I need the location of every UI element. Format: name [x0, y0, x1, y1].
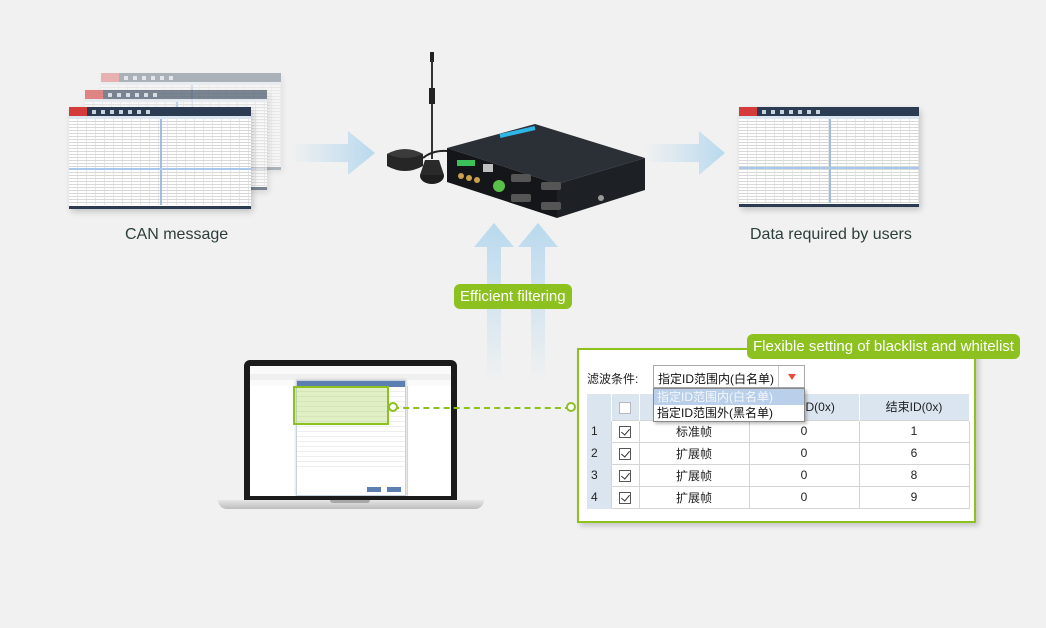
table-row[interactable]: 4 扩展帧 0 9	[587, 485, 970, 509]
dropdown-option-whitelist[interactable]: 指定ID范围内(白名单)	[654, 389, 804, 405]
connector-dot	[566, 402, 576, 412]
end-id-cell[interactable]: 1	[858, 419, 970, 443]
start-id-cell[interactable]: 0	[748, 463, 860, 487]
filtered-data-screenshot	[739, 107, 919, 207]
laptop-base	[218, 500, 484, 509]
row-number: 4	[587, 486, 611, 509]
table-row[interactable]: 3 扩展帧 0 8	[587, 463, 970, 487]
can-message-caption: CAN message	[125, 226, 229, 243]
end-id-cell[interactable]: 9	[858, 485, 970, 509]
row-checkbox-cell	[610, 419, 640, 443]
row-checkbox[interactable]	[619, 491, 631, 504]
frame-type-cell[interactable]: 扩展帧	[638, 485, 750, 509]
row-checkbox-cell	[610, 463, 640, 487]
select-all-checkbox[interactable]	[619, 401, 631, 414]
frame-type-cell[interactable]: 扩展帧	[638, 463, 750, 487]
can-gateway-device-image	[387, 52, 645, 218]
row-number: 1	[587, 420, 611, 443]
data-required-caption: Data required by users	[750, 226, 912, 243]
start-id-cell[interactable]: 0	[748, 485, 860, 509]
row-checkbox[interactable]	[619, 469, 631, 482]
highlight-region	[293, 386, 389, 425]
start-id-cell[interactable]: 0	[748, 441, 860, 465]
row-checkbox[interactable]	[619, 447, 631, 460]
arrow-right-icon	[290, 131, 375, 175]
frame-type-cell[interactable]: 标准帧	[638, 419, 750, 443]
table-row[interactable]: 2 扩展帧 0 6	[587, 441, 970, 465]
filter-dialog-thumbnail	[296, 380, 406, 496]
dropdown-option-blacklist[interactable]: 指定ID范围外(黑名单)	[657, 406, 773, 420]
select-all-header	[611, 394, 640, 420]
filter-settings-panel: 滤波条件: 指定ID范围内(白名单) 指定ID范围内(白名单) 指定ID范围外(…	[577, 348, 976, 523]
efficient-filtering-badge: Efficient filtering	[454, 284, 572, 309]
filter-condition-dropdown: 指定ID范围内(白名单) 指定ID范围外(黑名单)	[653, 388, 805, 422]
can-message-screenshot-front	[69, 107, 251, 209]
start-id-cell[interactable]: 0	[748, 419, 860, 443]
row-number-header	[587, 394, 612, 420]
row-number: 2	[587, 442, 611, 465]
row-checkbox-cell	[610, 441, 640, 465]
blacklist-whitelist-badge: Flexible setting of blacklist and whitel…	[747, 334, 1020, 359]
row-checkbox[interactable]	[619, 425, 631, 438]
arrow-right-icon	[645, 131, 725, 175]
dropdown-button[interactable]	[778, 366, 804, 387]
end-id-cell[interactable]: 8	[858, 463, 970, 487]
filter-condition-label: 滤波条件:	[587, 372, 639, 386]
end-id-header: 结束ID(0x)	[859, 394, 970, 420]
filter-condition-value: 指定ID范围内(白名单)	[658, 372, 774, 386]
row-number: 3	[587, 464, 611, 487]
chevron-down-icon	[788, 374, 796, 380]
connector-dot	[388, 402, 398, 412]
laptop-notch	[330, 500, 370, 503]
dashed-connector	[393, 407, 571, 409]
table-row[interactable]: 1 标准帧 0 1	[587, 419, 970, 443]
end-id-cell[interactable]: 6	[858, 441, 970, 465]
row-checkbox-cell	[610, 485, 640, 509]
laptop	[244, 360, 457, 500]
frame-type-cell[interactable]: 扩展帧	[638, 441, 750, 465]
filter-condition-select[interactable]: 指定ID范围内(白名单)	[653, 365, 805, 388]
